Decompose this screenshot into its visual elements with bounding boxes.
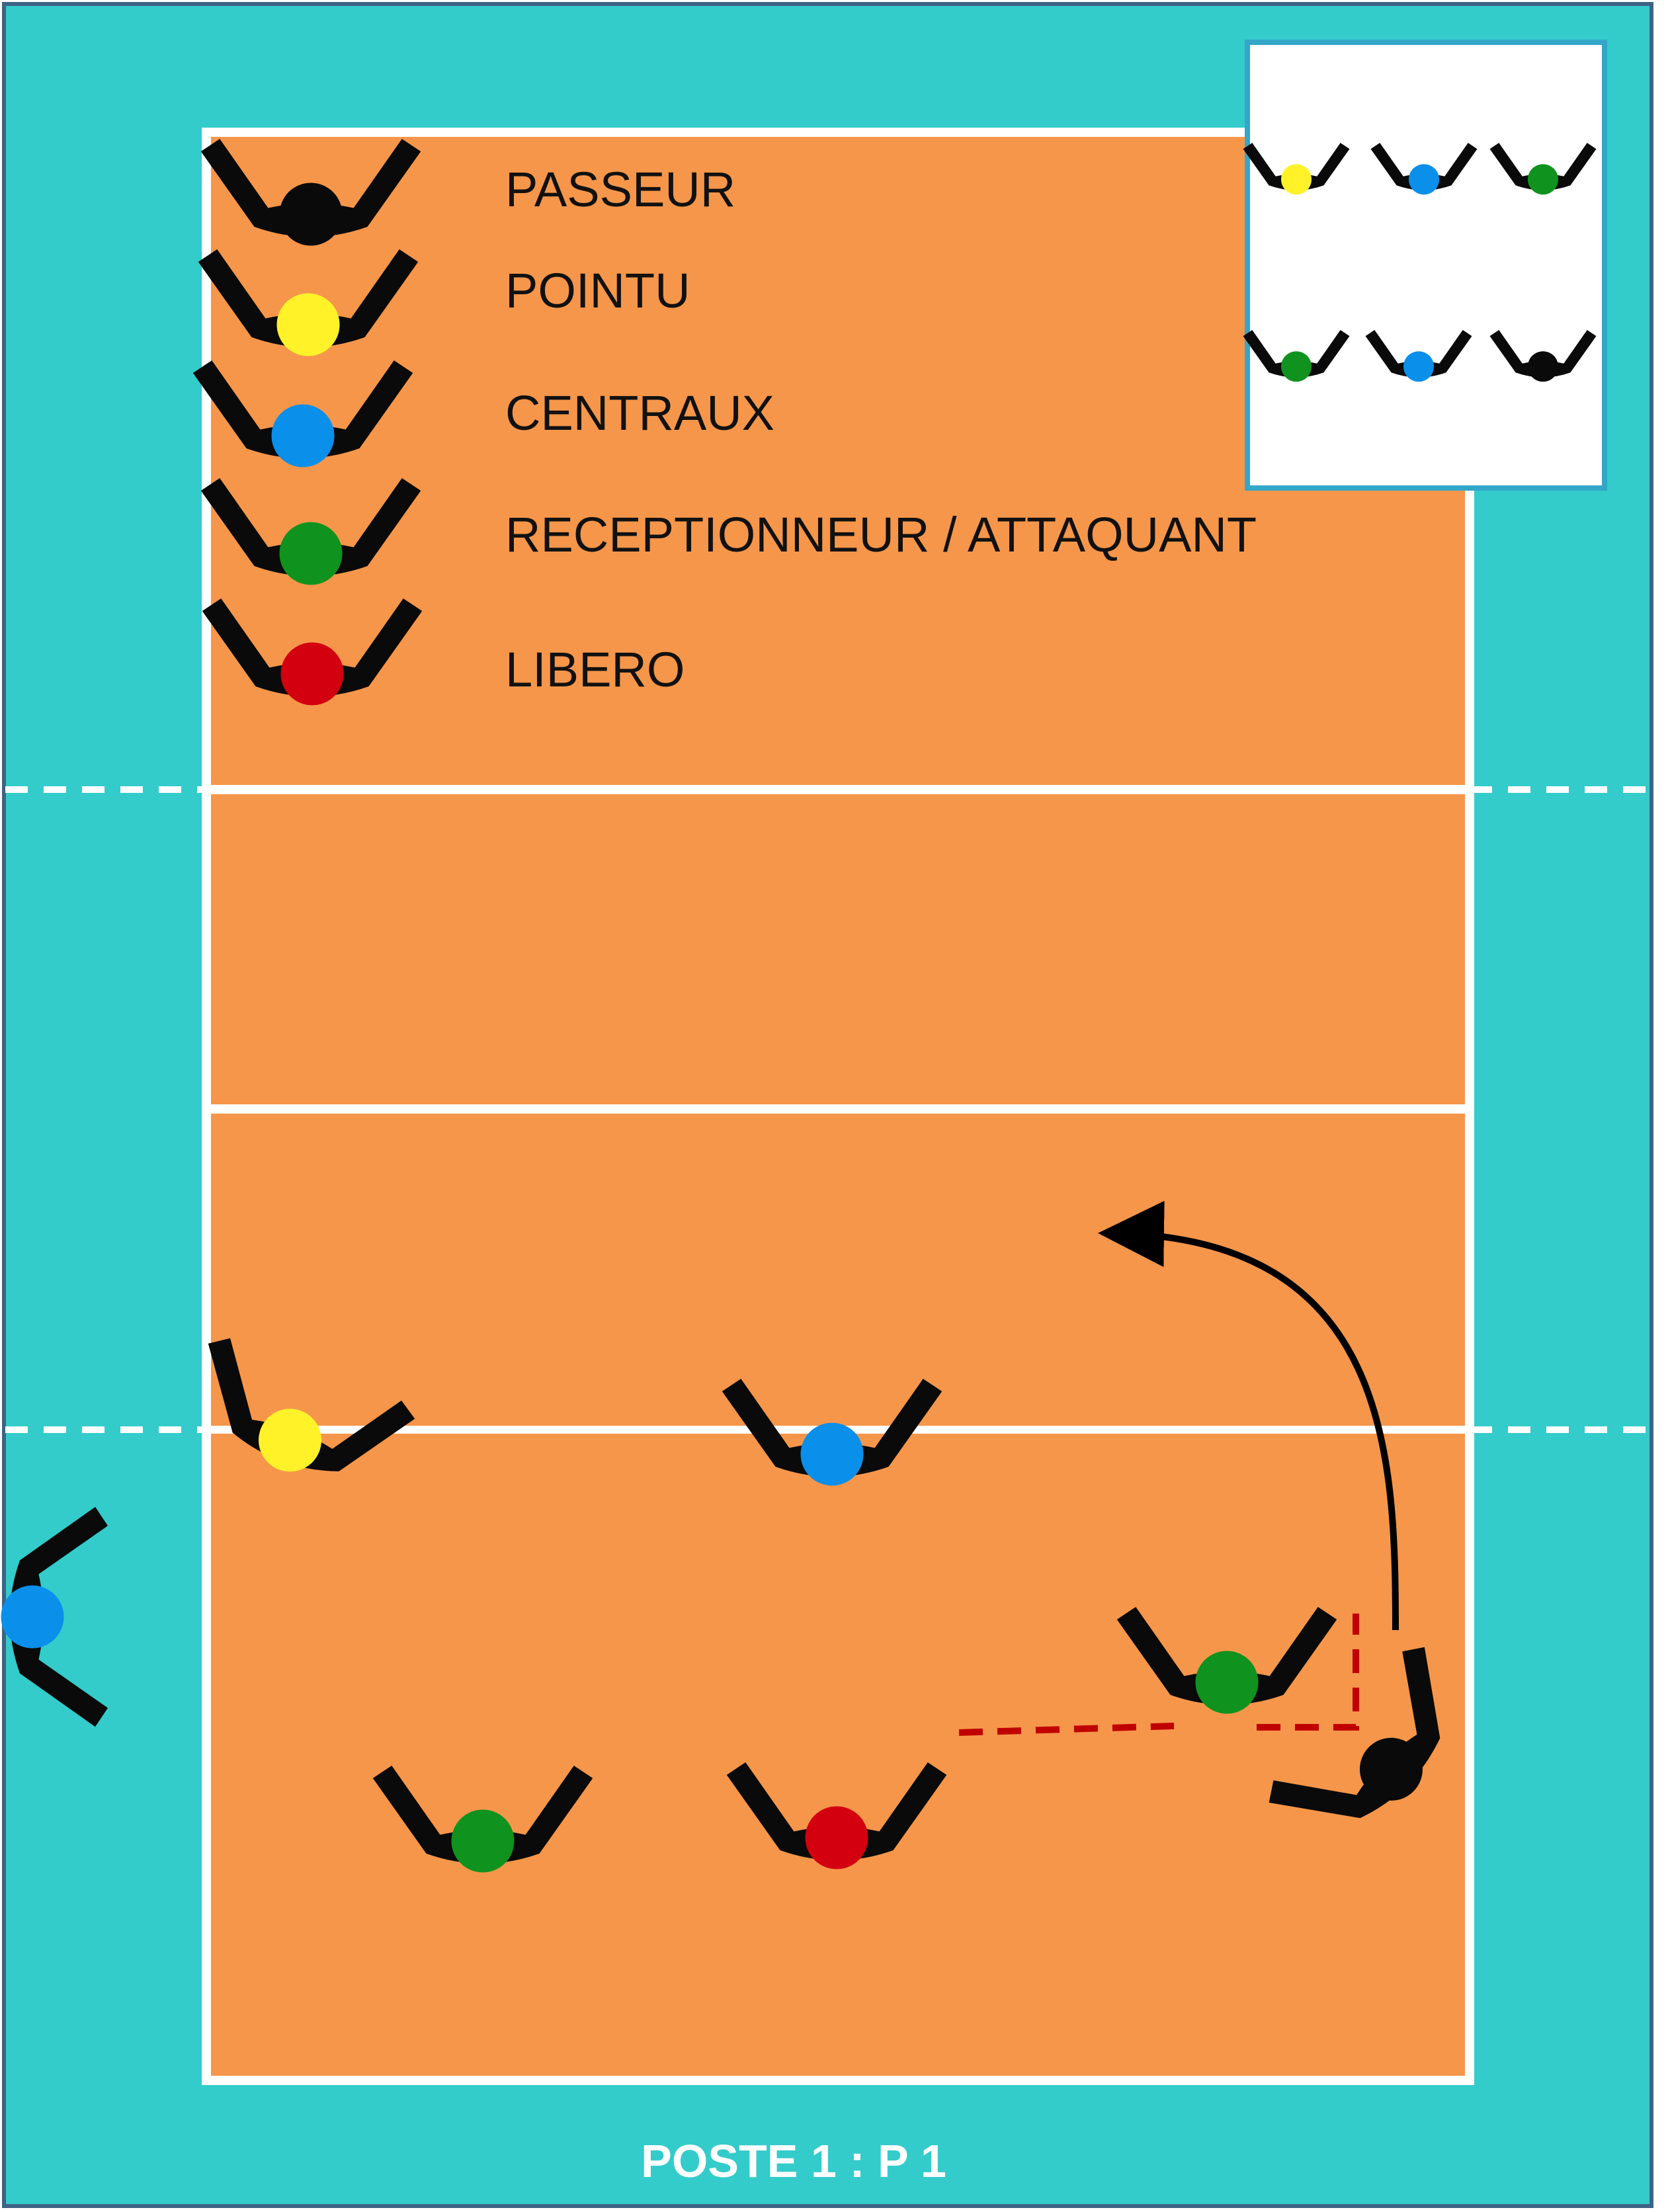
player-head-receiver_attacker <box>451 1809 515 1873</box>
player-body <box>1370 143 1478 190</box>
legend-item-libero <box>202 598 423 706</box>
legend-label-middle: CENTRAUX <box>505 386 774 440</box>
player-head-receiver_attacker <box>1281 351 1312 382</box>
legend-label-opposite: POINTU <box>505 263 690 318</box>
player-body <box>722 1379 942 1477</box>
position-caption: POSTE 1 : P 1 <box>641 2135 946 2187</box>
player-head-setter <box>279 183 343 246</box>
player-middle-outside <box>1 1506 108 1727</box>
player-body <box>1365 330 1472 378</box>
rotation-slot-front-1 <box>1243 143 1350 195</box>
middle-player-icon <box>1 1506 108 1727</box>
opposite-player-icon <box>1243 143 1350 195</box>
rotation-slot-back-3 <box>1489 330 1597 382</box>
player-body <box>726 1762 947 1861</box>
opposite-player-icon <box>198 249 419 356</box>
legend-label-receiver-attacker: RECEPTIONNEUR / ATTAQUANT <box>505 507 1257 562</box>
setter-player-icon <box>200 139 421 246</box>
player-body <box>1489 143 1597 190</box>
setter-player-icon <box>1269 1647 1440 1819</box>
middle-player-icon <box>1365 330 1472 382</box>
setter-player-icon <box>1489 330 1597 382</box>
player-body <box>1116 1607 1337 1705</box>
rotation-slot-back-1 <box>1243 330 1350 382</box>
legend-item-setter <box>200 139 421 246</box>
player-head-opposite <box>259 1409 322 1472</box>
player-receiver-left <box>372 1766 593 1873</box>
libero-player-icon <box>202 598 423 706</box>
receiver_attacker-player-icon <box>1116 1607 1337 1714</box>
player-body <box>1243 143 1350 190</box>
player-setter <box>1269 1647 1440 1819</box>
player-head-libero <box>280 642 344 706</box>
player-libero <box>726 1762 947 1869</box>
middle-player-icon <box>722 1379 942 1486</box>
receiver_attacker-player-icon <box>372 1766 593 1873</box>
legend: PASSEUR POINTU CENTRAUX RECEPTIONNEUR / … <box>192 139 1257 706</box>
player-body <box>200 139 421 237</box>
player-head-middle <box>1409 164 1439 195</box>
player-body <box>1489 330 1597 378</box>
receiver_attacker-player-icon <box>200 478 421 585</box>
legend-label-libero: LIBERO <box>505 642 685 697</box>
middle-player-icon <box>1370 143 1478 195</box>
player-head-setter <box>1359 1737 1423 1801</box>
opposite-player-icon <box>208 1338 415 1472</box>
rotation-slot-front-2 <box>1370 143 1478 195</box>
rotation-box-frame <box>1245 40 1607 491</box>
rotation-box <box>1243 40 1607 491</box>
player-head-opposite <box>276 293 340 356</box>
player-body <box>200 478 421 577</box>
player-body <box>198 249 419 348</box>
libero-player-icon <box>726 1762 947 1869</box>
player-body <box>9 1506 108 1727</box>
rotation-slot-front-3 <box>1489 143 1597 195</box>
player-head-opposite <box>1281 164 1312 195</box>
player-body <box>192 360 413 459</box>
player-body <box>1243 330 1350 378</box>
setter-movement-arrow <box>1098 1201 1399 1631</box>
player-head-middle <box>271 404 335 468</box>
player-head-middle <box>800 1422 864 1486</box>
player-head-setter <box>1528 351 1558 382</box>
player-head-receiver_attacker <box>279 522 343 585</box>
middle-player-icon <box>192 360 413 468</box>
player-head-receiver_attacker <box>1195 1651 1259 1714</box>
player-head-libero <box>805 1806 868 1869</box>
player-body <box>202 598 423 697</box>
legend-label-setter: PASSEUR <box>505 162 735 217</box>
player-receiver-right <box>1116 1607 1337 1714</box>
player-opposite <box>208 1338 415 1472</box>
legend-item-receiver-attacker <box>200 478 421 585</box>
player-middle-front <box>722 1379 942 1486</box>
player-head-receiver_attacker <box>1528 164 1558 195</box>
setter-dashed-path <box>1257 1614 1359 1731</box>
receiver_attacker-player-icon <box>1489 143 1597 195</box>
player-head-middle <box>1 1585 64 1649</box>
rotation-slot-back-2 <box>1365 330 1472 382</box>
player-head-middle <box>1403 351 1434 382</box>
legend-item-middle <box>192 360 413 468</box>
player-body <box>372 1766 593 1864</box>
legend-item-opposite <box>198 249 419 356</box>
receiver_attacker-player-icon <box>1243 330 1350 382</box>
